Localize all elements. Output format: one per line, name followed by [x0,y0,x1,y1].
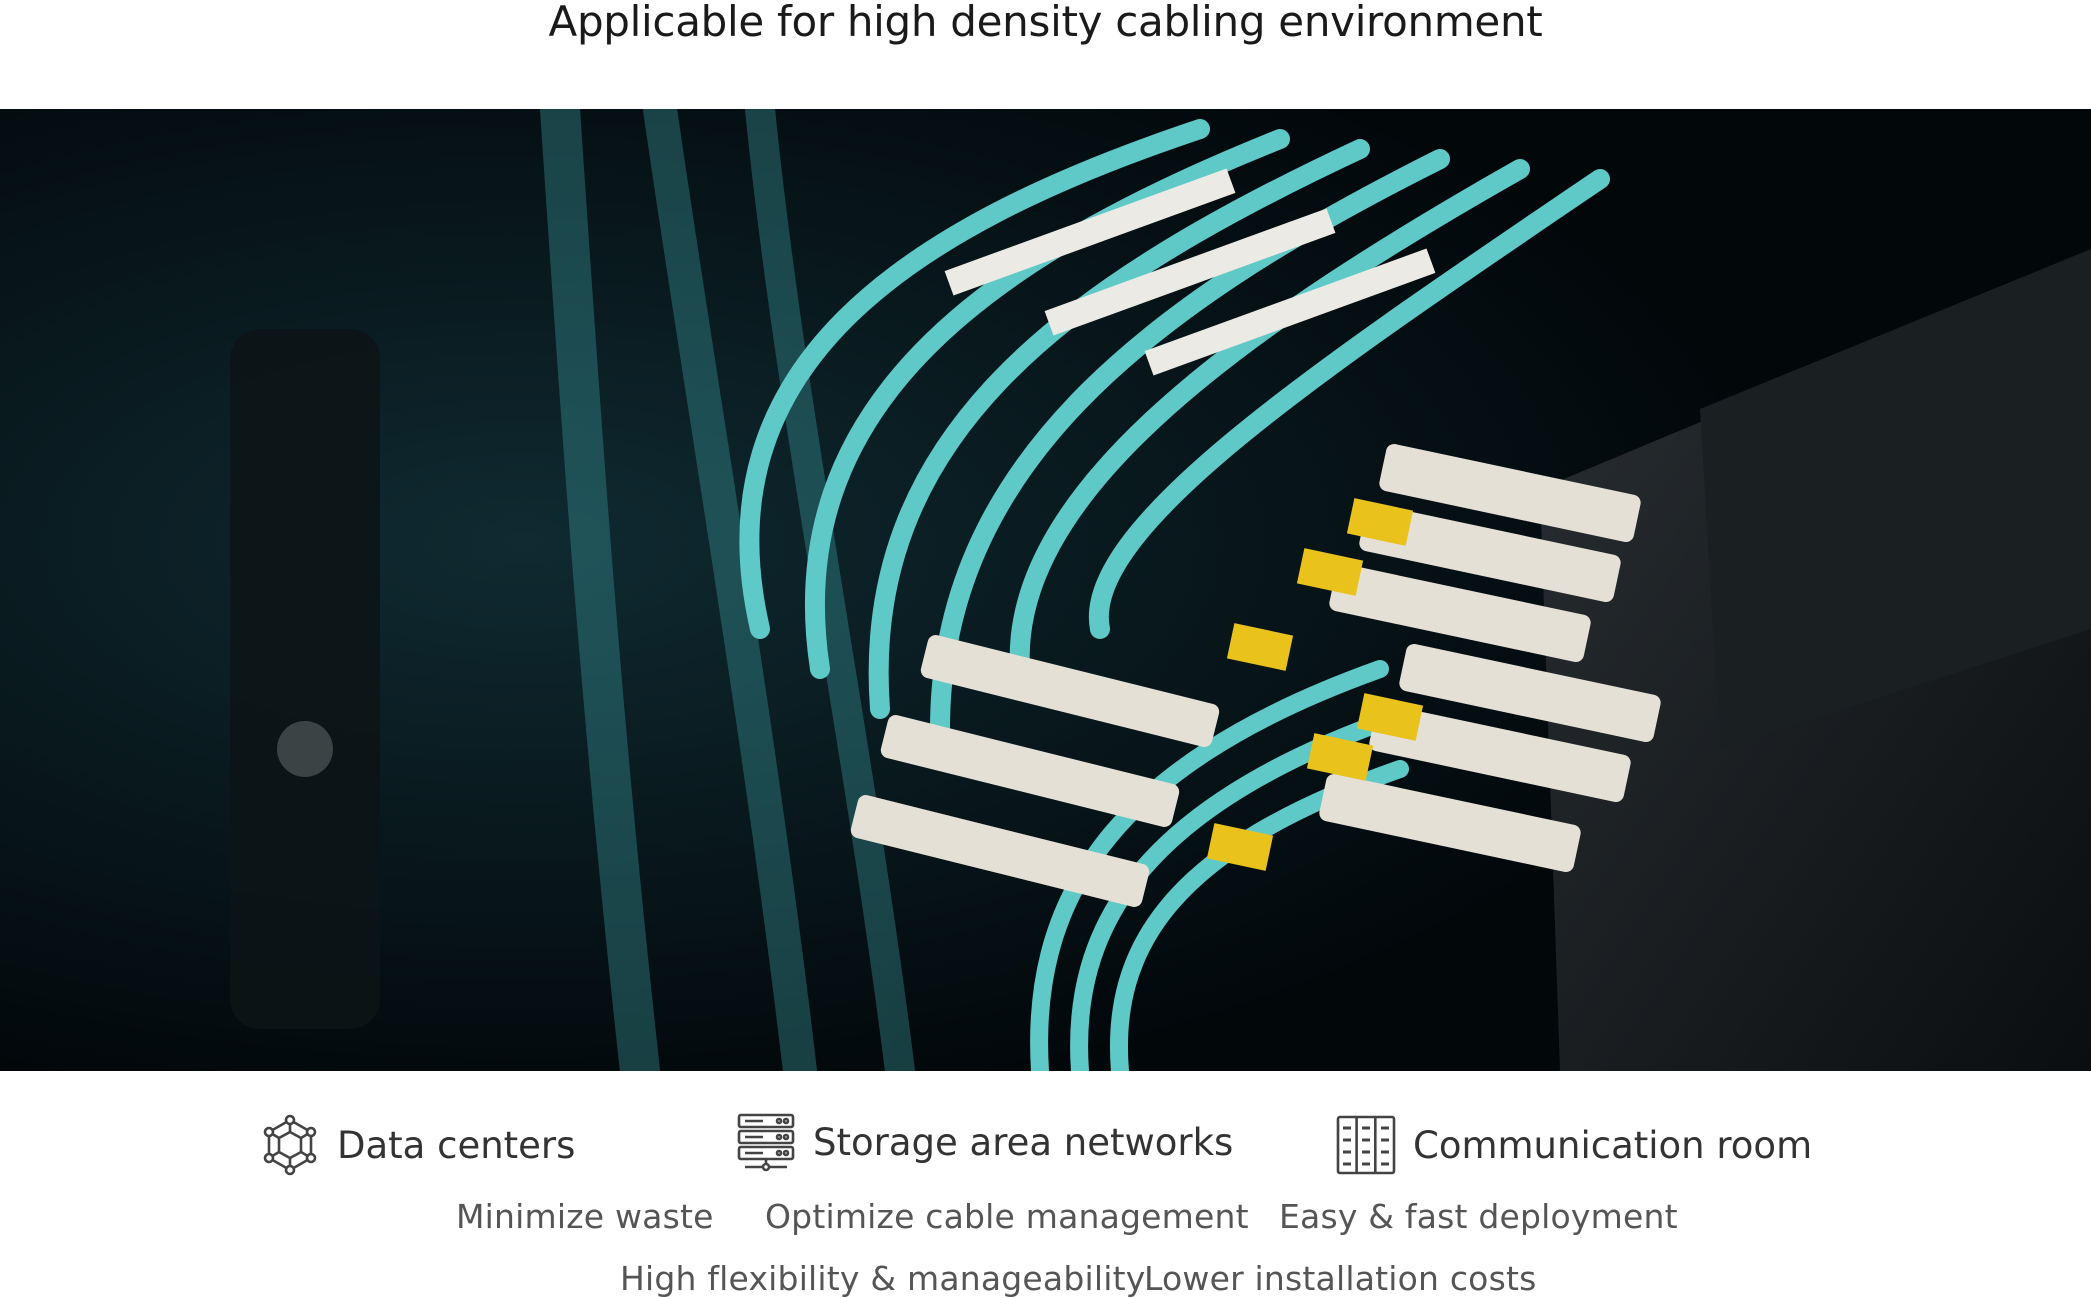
feature-communication-room: Communication room [1335,1114,1812,1176]
fiber-cables-illustration [0,109,2091,1071]
fiber-cables-photo [0,109,2091,1071]
feature-label: Communication room [1413,1123,1813,1167]
feature-data-centers: Data centers [259,1114,575,1176]
server-stack-icon [735,1111,797,1173]
page-title: Applicable for high density cabling envi… [548,0,1543,46]
feature-label: Data centers [337,1123,576,1167]
benefit-flexibility: High flexibility & manageability [620,1259,1146,1298]
network-hexagon-icon [259,1114,321,1176]
benefit-lower-costs: Lower installation costs [1144,1259,1537,1298]
benefit-minimize-waste: Minimize waste [456,1197,714,1236]
benefit-cable-management: Optimize cable management [765,1197,1249,1236]
rack-cabinet-icon [1335,1114,1397,1176]
benefit-fast-deployment: Easy & fast deployment [1279,1197,1678,1236]
features-section: Data centers Storage area networks [0,1071,2091,1298]
feature-label: Storage area networks [813,1120,1234,1164]
feature-storage-area-networks: Storage area networks [735,1111,1233,1173]
